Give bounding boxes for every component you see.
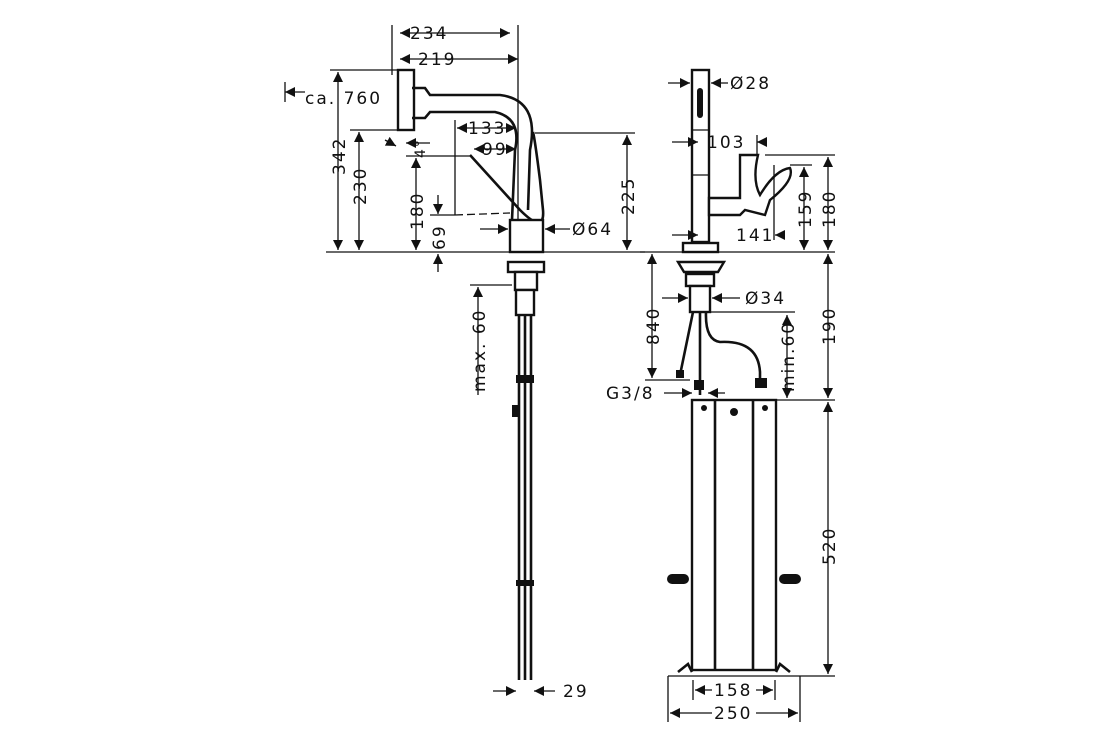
front-view: Ø28 103 141 159 180 840 Ø34 min.60 190 G…	[606, 68, 840, 724]
spout-pipe	[412, 86, 534, 221]
dim-103: 103	[707, 133, 745, 153]
dim-840: 840	[644, 307, 664, 345]
box-clamp	[667, 574, 689, 584]
dim-225: 225	[619, 177, 639, 215]
outlet-line	[454, 212, 511, 216]
hose-weight	[516, 580, 534, 586]
dim-diameter-28: Ø28	[730, 74, 771, 94]
mounting-box	[690, 398, 778, 672]
shank	[688, 284, 712, 314]
dim-diameter-64: Ø64	[572, 220, 613, 240]
box-screw	[762, 405, 768, 411]
base-plate	[681, 241, 720, 254]
spray-slot	[697, 88, 703, 118]
dim-g3-8: G3/8	[606, 384, 655, 404]
box-screw	[701, 405, 707, 411]
dim-180-front: 180	[820, 190, 840, 228]
hose	[517, 315, 533, 680]
dim-tilt-angle: 4°	[413, 138, 429, 158]
dim-190: 190	[820, 307, 840, 345]
lever-handle	[707, 153, 792, 217]
dim-99: 99	[482, 140, 508, 160]
hose-clip	[516, 375, 534, 383]
dim-158: 158	[714, 681, 752, 701]
shank-upper	[513, 270, 539, 292]
hose-connector	[512, 405, 520, 417]
hose-fitting	[676, 370, 684, 378]
box-screw	[730, 408, 738, 416]
dim-29: 29	[563, 682, 589, 702]
dim-diameter-34: Ø34	[745, 289, 786, 309]
dim-342: 342	[330, 137, 350, 175]
side-view: 234 219 ca. 760 342 230 4° 180 69 133 99…	[284, 24, 645, 702]
dim-180-side: 180	[408, 192, 428, 230]
dim-133: 133	[468, 119, 506, 139]
dim-520: 520	[820, 527, 840, 565]
shank-lower	[514, 288, 536, 317]
box-clamp	[779, 574, 801, 584]
dim-141: 141	[736, 226, 774, 246]
dim-ca-760: ca. 760	[305, 89, 382, 109]
hose-fitting	[694, 380, 704, 390]
mounting-nut	[684, 272, 716, 288]
dim-69: 69	[430, 224, 450, 250]
handle-lever	[469, 131, 545, 224]
dim-max-60: max. 60	[470, 309, 490, 392]
box-feet	[677, 661, 791, 674]
supply-hoses	[678, 311, 762, 395]
dim-230: 230	[351, 167, 371, 205]
hose-fitting	[755, 378, 767, 388]
dim-min-60: min.60	[779, 321, 799, 392]
mounting-nut	[506, 260, 546, 274]
mount-washer	[675, 260, 727, 274]
dim-159: 159	[796, 190, 816, 228]
faucet-body	[508, 218, 545, 254]
dim-219: 219	[418, 50, 456, 70]
spray-head	[396, 68, 416, 132]
dim-234: 234	[410, 24, 448, 44]
dim-250: 250	[714, 704, 752, 724]
